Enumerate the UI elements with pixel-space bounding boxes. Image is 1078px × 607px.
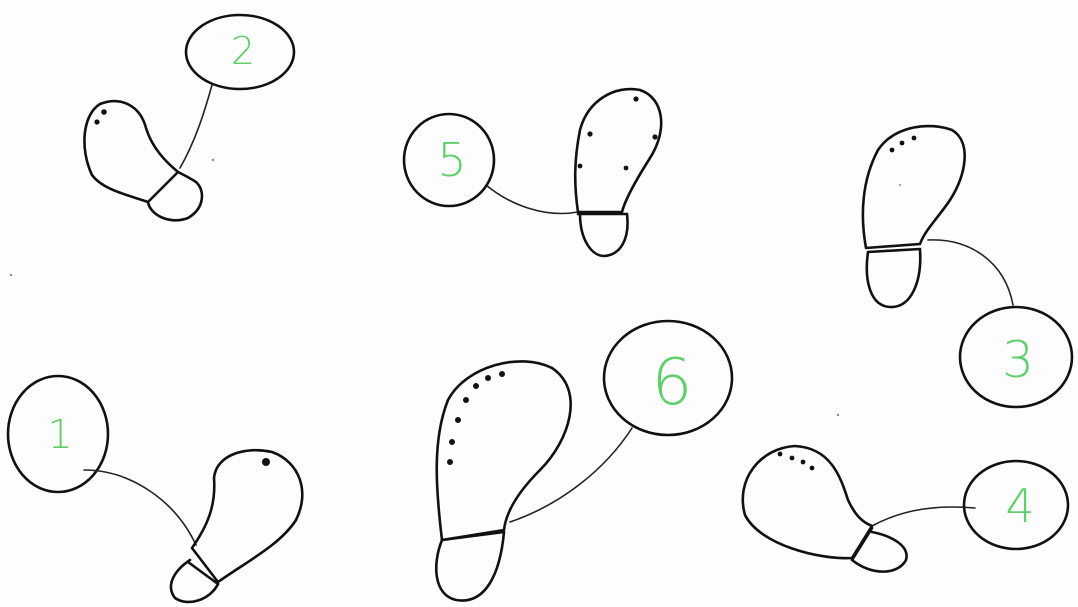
footprint-sole bbox=[437, 361, 571, 540]
footprint-step-4 bbox=[743, 446, 907, 572]
step-bubble-3: 3 bbox=[960, 307, 1072, 407]
heel-line bbox=[188, 562, 218, 584]
step-number-2: 2 bbox=[231, 29, 255, 73]
step-bubble-4: 4 bbox=[964, 461, 1068, 549]
step-number-1: 1 bbox=[47, 412, 72, 458]
toe-dot bbox=[912, 136, 917, 141]
toe-dot bbox=[463, 397, 469, 403]
toe-dot bbox=[449, 439, 455, 445]
toe-dot bbox=[652, 134, 657, 139]
toe-dot bbox=[900, 141, 905, 146]
footprint-step-6 bbox=[436, 361, 570, 600]
toe-dot bbox=[890, 148, 895, 153]
toe-dot bbox=[633, 96, 638, 101]
footprint-step-1 bbox=[171, 450, 302, 602]
paper-speck bbox=[899, 184, 901, 186]
step-bubble-6: 6 bbox=[604, 321, 732, 435]
toe-dot bbox=[455, 417, 461, 423]
connector-line bbox=[510, 428, 632, 522]
heel-line bbox=[868, 249, 920, 252]
connector-line bbox=[180, 85, 212, 168]
toe-dot bbox=[810, 466, 815, 471]
connector-line bbox=[872, 507, 975, 526]
paper-speck bbox=[10, 274, 12, 276]
step-bubble-1: 1 bbox=[8, 376, 108, 492]
footprint-heel bbox=[867, 250, 920, 307]
toe-dot bbox=[94, 119, 99, 124]
step-number-5: 5 bbox=[437, 133, 466, 187]
toe-dot bbox=[587, 131, 592, 136]
toe-dot bbox=[262, 458, 270, 466]
toe-dot bbox=[485, 375, 491, 381]
toe-dot bbox=[473, 383, 479, 389]
step-number-4: 4 bbox=[1005, 479, 1034, 533]
toe-dot bbox=[578, 164, 583, 169]
footprint-heel bbox=[852, 532, 907, 572]
paper-speck bbox=[212, 159, 214, 161]
toe-dot bbox=[790, 456, 795, 461]
connector-line bbox=[84, 470, 196, 545]
footprint-sole bbox=[743, 446, 872, 558]
footprint-heel bbox=[580, 214, 628, 256]
step-bubble-2: 2 bbox=[186, 15, 294, 89]
step-number-3: 3 bbox=[1002, 331, 1034, 389]
step-number-6: 6 bbox=[652, 346, 693, 420]
footprint-step-5 bbox=[575, 89, 661, 256]
connector-line bbox=[486, 185, 578, 213]
toe-dot bbox=[801, 460, 806, 465]
footprint-sole bbox=[192, 450, 302, 582]
toe-dot bbox=[499, 371, 505, 377]
heel-line bbox=[442, 532, 504, 540]
toe-dot bbox=[624, 166, 629, 171]
footprint-sole bbox=[84, 101, 178, 202]
paper-speck bbox=[837, 414, 839, 416]
footprint-sole bbox=[863, 126, 965, 248]
footprint-heel bbox=[148, 172, 202, 220]
step-bubble-5: 5 bbox=[404, 114, 494, 206]
footprint-step-3 bbox=[863, 126, 965, 307]
toe-dot bbox=[101, 109, 107, 115]
toe-dot bbox=[447, 459, 453, 465]
toe-dot bbox=[778, 452, 783, 457]
footprint-heel bbox=[436, 532, 504, 601]
heel-line bbox=[852, 528, 872, 560]
footprint-sole bbox=[575, 89, 661, 212]
connector-line bbox=[928, 240, 1013, 305]
